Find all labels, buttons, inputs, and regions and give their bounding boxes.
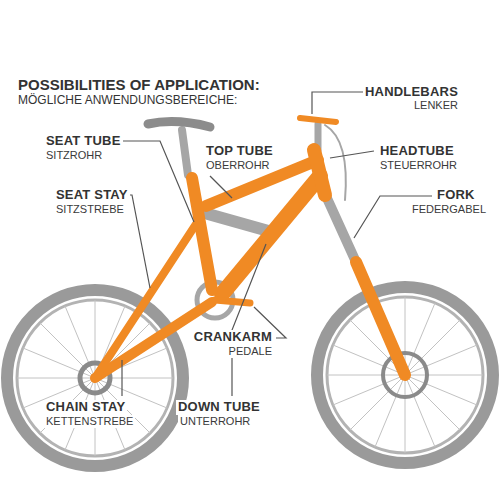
part-name: CHAIN STAY: [44, 400, 127, 415]
part-name-german: SITZROHR: [44, 149, 104, 162]
grey-parts-part: [326, 196, 356, 262]
highlighted-frame-part: [356, 262, 405, 375]
grey-parts-part: [148, 122, 210, 127]
part-name: DOWN TUBE: [176, 400, 262, 415]
part-name: HEADTUBE: [378, 144, 456, 159]
grey-parts: [148, 122, 356, 318]
highlighted-frame-part: [95, 218, 200, 378]
part-name: TOP TUBE: [204, 144, 275, 159]
grey-parts-part: [208, 214, 272, 232]
leader-lines-part: [312, 92, 366, 114]
part-name-german: OBERROHR: [204, 159, 272, 172]
highlighted-frame-part: [192, 178, 212, 290]
highlighted-frame-part: [300, 118, 336, 122]
part-name-german: KETTENSTREBE: [44, 415, 135, 428]
leader-lines-part: [122, 141, 194, 222]
highlighted-frame-part: [215, 300, 250, 303]
part-name: FORK: [435, 188, 477, 203]
heading: POSSIBILITIES OF APPLICATION:: [16, 76, 262, 93]
grey-parts-part: [182, 130, 188, 175]
leader-lines: [122, 92, 432, 396]
leader-lines-part: [124, 195, 150, 288]
leader-lines-part: [210, 176, 232, 198]
part-name-german: SITZSTREBE: [54, 203, 126, 216]
highlighted-frame-part: [314, 150, 325, 195]
leader-lines-part: [121, 360, 122, 396]
part-name-german: MÖGLICHE ANWENDUNGSBEREICHE:: [16, 94, 239, 108]
part-name-german: UNTERROHR: [178, 415, 252, 428]
part-name-german: FEDERGABEL: [410, 203, 488, 216]
highlighted-frame: [95, 118, 405, 378]
leader-lines-part: [232, 244, 266, 396]
part-name: SEAT TUBE: [44, 134, 123, 149]
part-name-german: LENKER: [412, 99, 460, 112]
highlighted-frame-part: [222, 176, 320, 294]
leader-lines-part: [330, 151, 374, 158]
part-name: CRANKARM: [192, 330, 274, 345]
part-name-german: PEDALE: [227, 345, 274, 358]
part-name: SEAT STAY: [54, 188, 130, 203]
part-name-german: STEUERROHR: [378, 159, 459, 172]
part-name: HANDLEBARS: [363, 85, 460, 100]
